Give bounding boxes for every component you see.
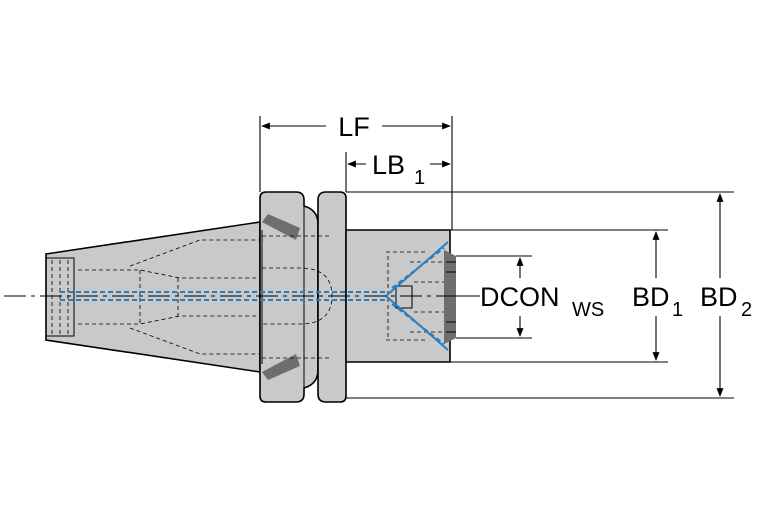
tool-holder-body	[45, 191, 456, 403]
svg-text:WS: WS	[572, 299, 604, 321]
drive-slot-top	[262, 214, 300, 240]
retention-end	[45, 257, 75, 337]
svg-text:BD: BD	[700, 282, 738, 312]
svg-text:LF: LF	[338, 112, 370, 142]
drive-slot-bottom	[262, 354, 300, 380]
label-bd1: BD 1	[632, 282, 683, 321]
svg-text:1: 1	[414, 167, 425, 189]
dimension-dconws	[456, 255, 532, 339]
coolant-channels	[60, 241, 449, 351]
svg-text:BD: BD	[632, 282, 670, 312]
front-body	[345, 229, 451, 363]
front-face	[444, 250, 456, 344]
svg-text:LB: LB	[372, 150, 405, 180]
dimension-bd1	[450, 229, 668, 363]
dimension-bd2	[346, 191, 734, 399]
taper-shank	[45, 221, 261, 373]
label-bd2: BD 2	[700, 282, 752, 321]
label-dconws: DCON WS	[480, 282, 604, 321]
svg-text:2: 2	[741, 299, 752, 321]
label-lf: LF	[338, 112, 370, 142]
svg-text:1: 1	[672, 299, 683, 321]
svg-text:DCON: DCON	[480, 282, 560, 312]
dimension-lb1	[345, 152, 451, 192]
label-lb1: LB 1	[372, 150, 425, 189]
dimension-lf	[259, 116, 453, 230]
